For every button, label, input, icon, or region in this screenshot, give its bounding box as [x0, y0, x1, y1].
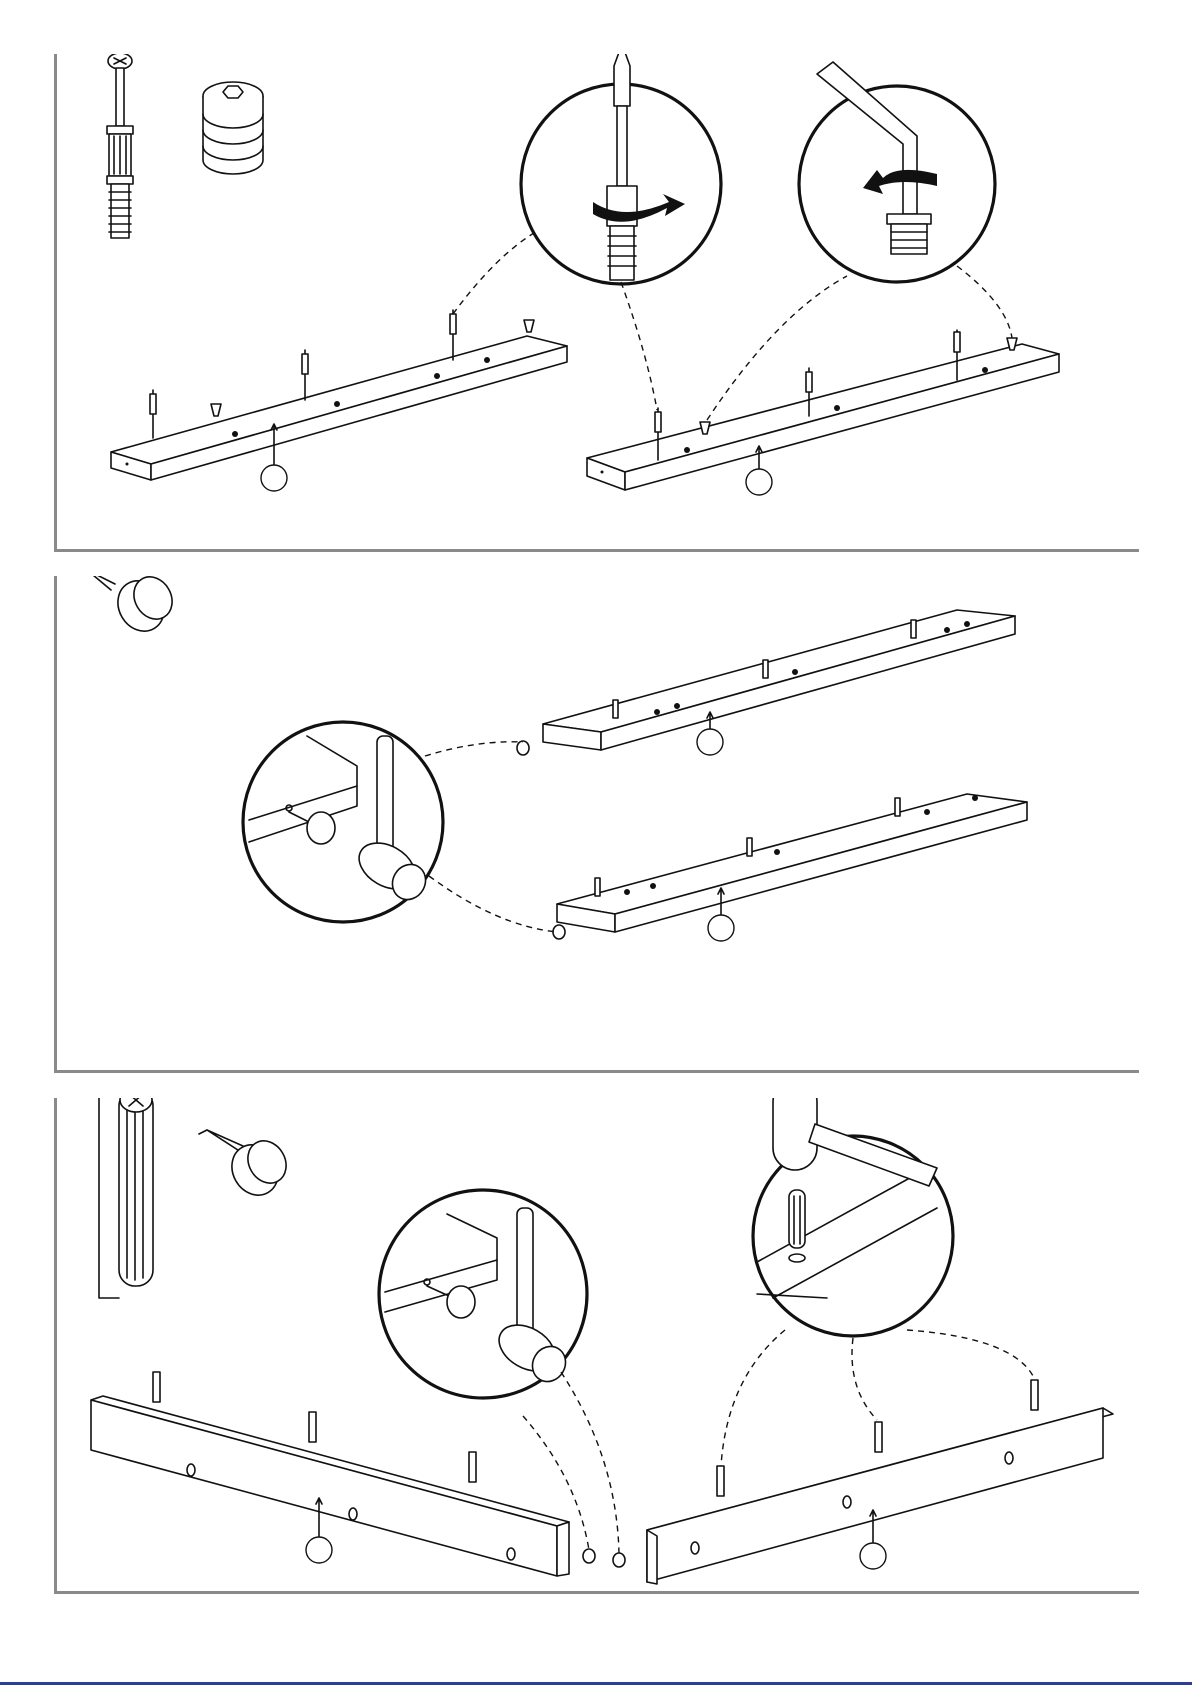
hammer-icon — [379, 1190, 587, 1398]
step-1-panel — [54, 54, 1139, 552]
hex-key-icon — [799, 62, 995, 282]
cam-bolt-icon — [107, 54, 133, 238]
board-long-left — [91, 1372, 595, 1576]
step-1-illustration — [57, 54, 1139, 549]
board-lower — [553, 794, 1027, 941]
board-long-right — [613, 1380, 1113, 1584]
step-2-panel — [54, 576, 1139, 1073]
step-3-illustration — [57, 1098, 1139, 1591]
screwdriver-icon — [521, 54, 721, 284]
step-2-illustration — [57, 576, 1139, 1070]
dowel-icon — [99, 1098, 153, 1298]
dowel-hammer-detail — [753, 1098, 953, 1336]
glide-nail-icon — [199, 1130, 294, 1204]
board-left — [111, 310, 567, 491]
threaded-insert-icon — [203, 82, 263, 174]
glide-nail-icon — [79, 576, 180, 640]
hammer-icon — [243, 722, 443, 922]
board-right — [587, 330, 1059, 495]
board-upper — [517, 610, 1015, 755]
step-3-panel — [54, 1098, 1139, 1594]
